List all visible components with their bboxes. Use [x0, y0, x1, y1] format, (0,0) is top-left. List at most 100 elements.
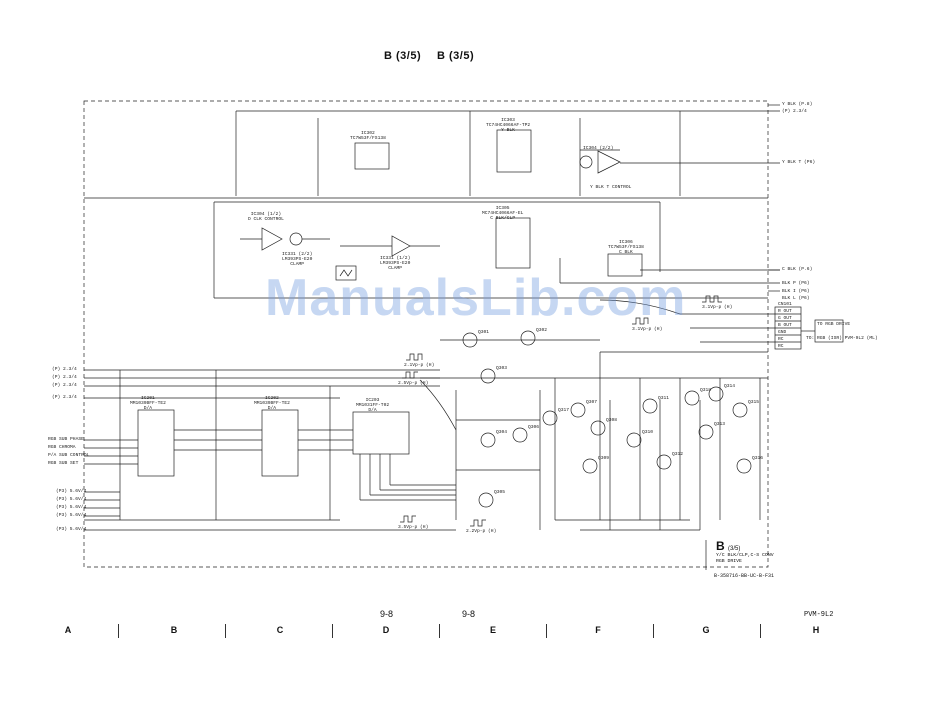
transistor-label: Q313 — [714, 422, 726, 427]
transistor-label: Q315 — [748, 400, 760, 405]
transistor-label: Q314 — [724, 384, 736, 389]
transistor-label: Q306 — [528, 425, 540, 430]
waveform-3-label: 2.1Vp-p (H) — [404, 363, 435, 368]
model-number: PVM-9L2 — [804, 611, 834, 619]
grid-divider — [332, 624, 333, 638]
column-label-c: C — [276, 625, 284, 635]
cn101-title: TO RGB DRIVE — [817, 322, 851, 327]
cn101-pin-5: RC — [778, 337, 784, 342]
transistor-label: Q317 — [558, 408, 570, 413]
left-io-5: (P3) 5.6V/4 — [56, 489, 87, 494]
left-port-2: (P) 2.3/4 — [52, 375, 77, 380]
ic304b-body — [597, 150, 621, 174]
waveform-6 — [470, 519, 486, 527]
port-blk-i: BLK I (P6) — [782, 289, 810, 294]
ic331-body — [391, 235, 411, 257]
column-label-d: D — [382, 625, 390, 635]
cn101-pin-3: B OUT — [778, 323, 792, 328]
ic304a-label: IC304 (1/2)D CLK CONTROL — [248, 212, 284, 222]
waveform-2-label: 3.1Vp-p (H) — [632, 327, 663, 332]
ic304b-label: IC304 (2/2) — [583, 146, 614, 151]
port-c-blk: C BLK (P.6) — [782, 267, 813, 272]
page-number-left: 9-8 — [380, 609, 394, 619]
ic304b-function: Y BLK T CONTROL — [590, 185, 632, 190]
board-frame — [83, 100, 769, 568]
grid-divider — [225, 624, 226, 638]
header-title-left: B (3/5) — [384, 50, 422, 62]
waveform-3 — [406, 353, 423, 361]
transistor-label: Q302 — [536, 328, 548, 333]
ic303-body — [496, 129, 532, 173]
column-label-e: E — [489, 625, 496, 635]
left-io-7: (P3) 5.6V/4 — [56, 505, 87, 510]
port-p-23: (P) 2.3/4 — [782, 109, 807, 114]
ic306-body — [607, 253, 643, 277]
port-y-blk: Y BLK (P.8) — [782, 102, 813, 107]
left-io-1: RGB SUB PHASE — [48, 437, 84, 442]
schematic-diagram — [83, 100, 844, 570]
transistor-label: Q305 — [494, 490, 506, 495]
grid-divider — [760, 624, 761, 638]
left-io-3: P/A SUB CONTROL — [48, 453, 90, 458]
board-label: B (3/5) Y/C BLK/CLP,C-S CONV RGB DRIVE — [716, 539, 774, 564]
cn101-note: TO: RGB (ISR) PVM-9L2 (ML) — [806, 336, 878, 341]
cn101-name: CN101 — [778, 302, 792, 307]
transistor-label: Q308 — [606, 418, 618, 423]
transistor-label: Q301 — [478, 330, 490, 335]
column-label-a: A — [64, 625, 72, 635]
transistor-label: Q309 — [598, 456, 610, 461]
left-port-4: (P) 2.3/4 — [52, 395, 77, 400]
waveform-4-label: 2.5Vp-p (H) — [398, 381, 429, 386]
header-title-right: B (3/5) — [437, 50, 475, 62]
board-code: B-358716-BB-UC-B-F31 — [714, 573, 775, 579]
left-io-4: RGB SUB SET — [48, 461, 79, 466]
column-label-f: F — [595, 625, 601, 635]
transistor-label: Q311 — [658, 396, 670, 401]
ic203-body — [352, 411, 410, 455]
column-label-h: H — [812, 625, 820, 635]
left-port-1: (P) 2.3/4 — [52, 367, 77, 372]
port-blk-p: BLK P (P6) — [782, 281, 810, 286]
transistor-label: Q307 — [586, 400, 598, 405]
waveform-1 — [702, 295, 722, 303]
transistor-label: Q312 — [672, 452, 684, 457]
transistor-label: Q304 — [496, 430, 508, 435]
ic201-body — [137, 409, 175, 477]
port-blk-l: BLK L (P6) — [782, 296, 810, 301]
ic302-body — [354, 142, 390, 170]
cn101-pin-2: G OUT — [778, 316, 792, 321]
waveform-2 — [632, 317, 649, 325]
ic304a-body — [261, 227, 283, 251]
transistor-label: Q318 — [700, 388, 712, 393]
cn101-pin-4: GND — [778, 330, 787, 335]
grid-divider — [653, 624, 654, 638]
transistor-label: Q303 — [496, 366, 508, 371]
waveform-6-label: 2.2Vp-p (H) — [466, 529, 497, 534]
left-io-2: RGB CHROMA — [48, 445, 76, 450]
cn101-pin-6: RC — [778, 344, 784, 349]
waveform-5 — [400, 515, 416, 523]
left-io-9: (P3) 5.6V/4 — [56, 527, 87, 532]
left-io-8: (P3) 5.6V/4 — [56, 513, 87, 518]
grid-divider — [546, 624, 547, 638]
left-io-6: (P3) 5.6V/4 — [56, 497, 87, 502]
waveform-4 — [402, 371, 418, 379]
transistor-label: Q316 — [752, 456, 764, 461]
port-y-blk-t: Y BLK T (P6) — [782, 160, 816, 165]
grid-divider — [118, 624, 119, 638]
transistor-label: Q310 — [642, 430, 654, 435]
column-label-b: B — [170, 625, 178, 635]
cn101-pin-1: R OUT — [778, 309, 792, 314]
ic305-body — [495, 217, 531, 269]
grid-divider — [439, 624, 440, 638]
page-number-right: 9-8 — [462, 609, 476, 619]
